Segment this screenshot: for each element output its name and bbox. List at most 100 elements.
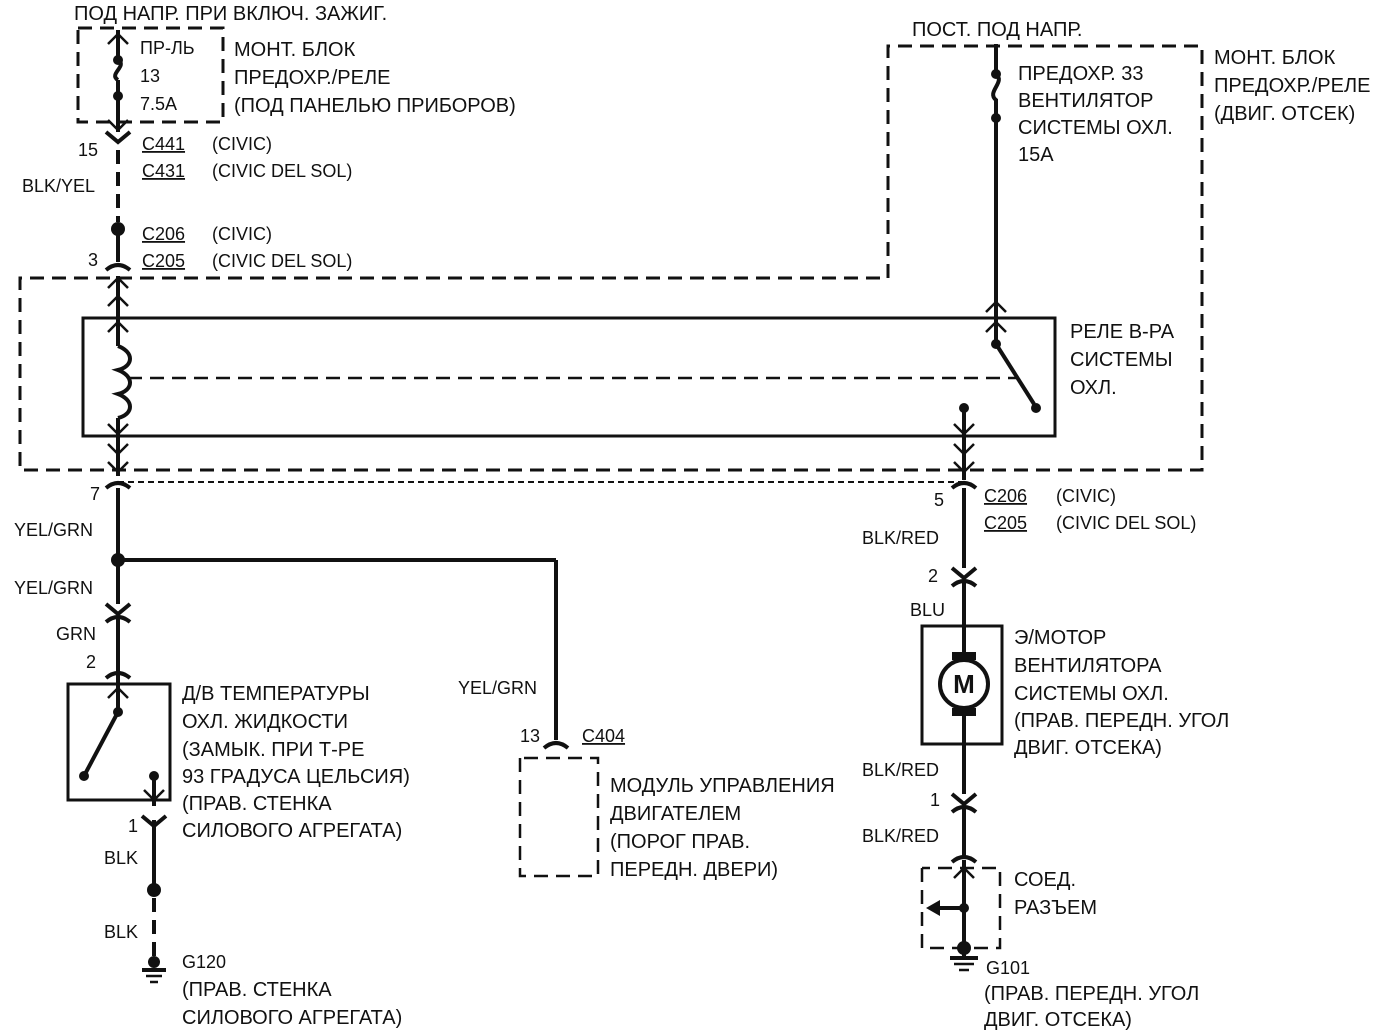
sensor-label-4: 93 ГРАДУСА ЦЕЛЬСИЯ) <box>182 766 410 788</box>
wire-blk-red-label-3: BLK/RED <box>862 826 939 846</box>
connector-c431-label: C431 <box>142 161 185 181</box>
pin-3-label: 3 <box>88 250 98 270</box>
ground-g101-location-1: (ПРАВ. ПЕРЕДН. УГОЛ <box>984 983 1199 1005</box>
sensor-label-2: ОХЛ. ЖИДКОСТИ <box>182 711 348 733</box>
pin-13-label: 13 <box>520 726 540 746</box>
dash-fuse-block-label-2: ПРЕДОХР./РЕЛЕ <box>234 67 390 89</box>
ecm-label-2: ДВИГАТЕЛЕМ <box>610 803 741 825</box>
coolant-temp-switch: Д/В ТЕМПЕРАТУРЫ ОХЛ. ЖИДКОСТИ (ЗАМЫК. ПР… <box>66 671 410 842</box>
fuse-33-rating: 15A <box>1018 144 1054 166</box>
ecm-label-3: (ПОРОГ ПРАВ. <box>610 831 750 853</box>
fuse-13-rating: 7.5A <box>140 94 177 114</box>
connector-c206-label: C206 <box>142 224 185 244</box>
joint-connector-outline <box>920 866 1002 950</box>
sensor-label-5: (ПРАВ. СТЕНКА <box>182 793 332 815</box>
connector-c206-lower-note: (CIVIC) <box>1056 486 1116 506</box>
motor-label-3: СИСТЕМЫ ОХЛ. <box>1014 683 1169 705</box>
inline-connector-right-1: 1 <box>930 790 978 814</box>
ground-g120-symbol <box>142 956 166 984</box>
inline-connector-left <box>104 602 132 624</box>
connector-c205-label: C205 <box>142 251 185 271</box>
sensor-label-1: Д/В ТЕМПЕРАТУРЫ <box>182 683 370 705</box>
engine-fuse-box-outline <box>18 44 1204 472</box>
pin-2-right-label: 2 <box>928 566 938 586</box>
connector-c441-note: (CIVIC) <box>212 134 272 154</box>
fuse-13-number: 13 <box>140 66 160 86</box>
connector-c206-c205-lower: 5 C206 (CIVIC) C205 (CIVIC DEL SOL) <box>934 481 1196 533</box>
motor-label-4: (ПРАВ. ПЕРЕДН. УГОЛ <box>1014 710 1229 732</box>
battery-supply-label: ПОСТ. ПОД НАПР. <box>912 19 1082 41</box>
fuse-box-dash-group: ПОД НАПР. ПРИ ВКЛЮЧ. ЗАЖИГ. ПР-ЛЬ 13 7.5… <box>74 3 516 132</box>
connector-c404-label: C404 <box>582 726 625 746</box>
connector-c206-c205-upper: C206 (CIVIC) 3 C205 (CIVIC DEL SOL) <box>88 224 352 272</box>
pin-2-left-label: 2 <box>86 652 96 672</box>
connector-c441-label: C441 <box>142 134 185 154</box>
engine-fuse-block-label-2: ПРЕДОХР./РЕЛЕ <box>1214 75 1370 97</box>
ground-g120-label: G120 <box>182 952 226 972</box>
motor-label-5: ДВИГ. ОТСЕКА) <box>1014 737 1162 759</box>
ignition-supply-label: ПОД НАПР. ПРИ ВКЛЮЧ. ЗАЖИГ. <box>74 3 387 25</box>
wire-blu-label: BLU <box>910 600 945 620</box>
dash-fuse-block-label-1: МОНТ. БЛОК <box>234 39 356 61</box>
ground-g101-label: G101 <box>986 958 1030 978</box>
relay-label-1: РЕЛЕ В-РА <box>1070 321 1175 343</box>
ground-g101-location-2: ДВИГ. ОТСЕКА) <box>984 1009 1132 1031</box>
fan-relay: РЕЛЕ В-РА СИСТЕМЫ ОХЛ. <box>81 276 1175 480</box>
connector-c441-c431: 15 C441 (CIVIC) C431 (CIVIC DEL SOL) <box>78 130 352 181</box>
fuse-33-label-3: СИСТЕМЫ ОХЛ. <box>1018 117 1173 139</box>
fuse-13-box <box>76 26 225 124</box>
fuse-33-label-2: ВЕНТИЛЯТОР <box>1018 90 1154 112</box>
motor-symbol: M <box>953 669 975 699</box>
wire-blk-label-1: BLK <box>104 848 138 868</box>
wire-yel-grn-label-3: YEL/GRN <box>458 678 537 698</box>
joint-connector: СОЕД. РАЗЪЕМ <box>920 855 1097 950</box>
engine-fuse-block-label-3: (ДВИГ. ОТСЕК) <box>1214 103 1355 125</box>
fuse-33-symbol <box>991 72 1001 118</box>
joint-label-1: СОЕД. <box>1014 869 1076 891</box>
motor-label-2: ВЕНТИЛЯТОРА <box>1014 655 1162 677</box>
cooling-fan-motor: M Э/МОТОР ВЕНТИЛЯТОРА СИСТЕМЫ ОХЛ. (ПРАВ… <box>920 624 1229 759</box>
sensor-label-3: (ЗАМЫК. ПРИ Т-РЕ <box>182 739 364 761</box>
connector-c206-lower-label: C206 <box>984 486 1027 506</box>
pin-5-label: 5 <box>934 490 944 510</box>
pin-7-label: 7 <box>90 484 100 504</box>
fuse-33-label-1: ПРЕДОХР. 33 <box>1018 63 1144 85</box>
ground-g120-location-2: СИЛОВОГО АГРЕГАТА) <box>182 1007 402 1029</box>
connector-c205-lower-note: (CIVIC DEL SOL) <box>1056 513 1196 533</box>
ecm-outline <box>518 756 600 878</box>
connector-c205-note: (CIVIC DEL SOL) <box>212 251 352 271</box>
pin-15-label: 15 <box>78 140 98 160</box>
motor-label-1: Э/МОТОР <box>1014 627 1106 649</box>
relay-label-2: СИСТЕМЫ <box>1070 349 1173 371</box>
connector-c206-lower-left: 7 <box>90 481 964 504</box>
engine-fuse-box-group: ПОСТ. ПОД НАПР. ПРЕДОХР. 33 ВЕНТИЛЯТОР С… <box>912 19 1370 300</box>
ground-g120-location-1: (ПРАВ. СТЕНКА <box>182 979 332 1001</box>
relay-switch-contact <box>994 342 1036 406</box>
inline-connector-right-2: 2 <box>928 566 978 588</box>
ecm-label-1: МОДУЛЬ УПРАВЛЕНИЯ <box>610 775 835 797</box>
sensor-label-6: СИЛОВОГО АГРЕГАТА) <box>182 820 402 842</box>
connector-c431-note: (CIVIC DEL SOL) <box>212 161 352 181</box>
relay-label-3: ОХЛ. <box>1070 377 1117 399</box>
wire-blk-label-2: BLK <box>104 922 138 942</box>
engine-control-module: МОДУЛЬ УПРАВЛЕНИЯ ДВИГАТЕЛЕМ (ПОРОГ ПРАВ… <box>518 756 835 881</box>
pin-1-right-label: 1 <box>930 790 940 810</box>
connector-c205-lower-label: C205 <box>984 513 1027 533</box>
fuse-13-name: ПР-ЛЬ <box>140 38 195 58</box>
wire-yel-grn-label-1: YEL/GRN <box>14 520 93 540</box>
connector-c206-note: (CIVIC) <box>212 224 272 244</box>
wire-grn-label: GRN <box>56 624 96 644</box>
ecm-connector-c404: 13 C404 <box>520 726 625 750</box>
dash-fuse-block-label-3: (ПОД ПАНЕЛЬЮ ПРИБОРОВ) <box>234 95 516 117</box>
wire-blk-yel-label: BLK/YEL <box>22 176 95 196</box>
ground-g101-symbol <box>950 941 978 972</box>
wire-blk-red-label-1: BLK/RED <box>862 528 939 548</box>
fan-relay-box <box>81 316 1057 438</box>
engine-fuse-block-label-1: МОНТ. БЛОК <box>1214 47 1336 69</box>
joint-label-2: РАЗЪЕМ <box>1014 897 1097 919</box>
wire-yel-grn-label-2: YEL/GRN <box>14 578 93 598</box>
pin-1-left-label: 1 <box>128 816 138 836</box>
wire-blk-red-label-2: BLK/RED <box>862 760 939 780</box>
ecm-label-4: ПЕРЕДН. ДВЕРИ) <box>610 859 778 881</box>
